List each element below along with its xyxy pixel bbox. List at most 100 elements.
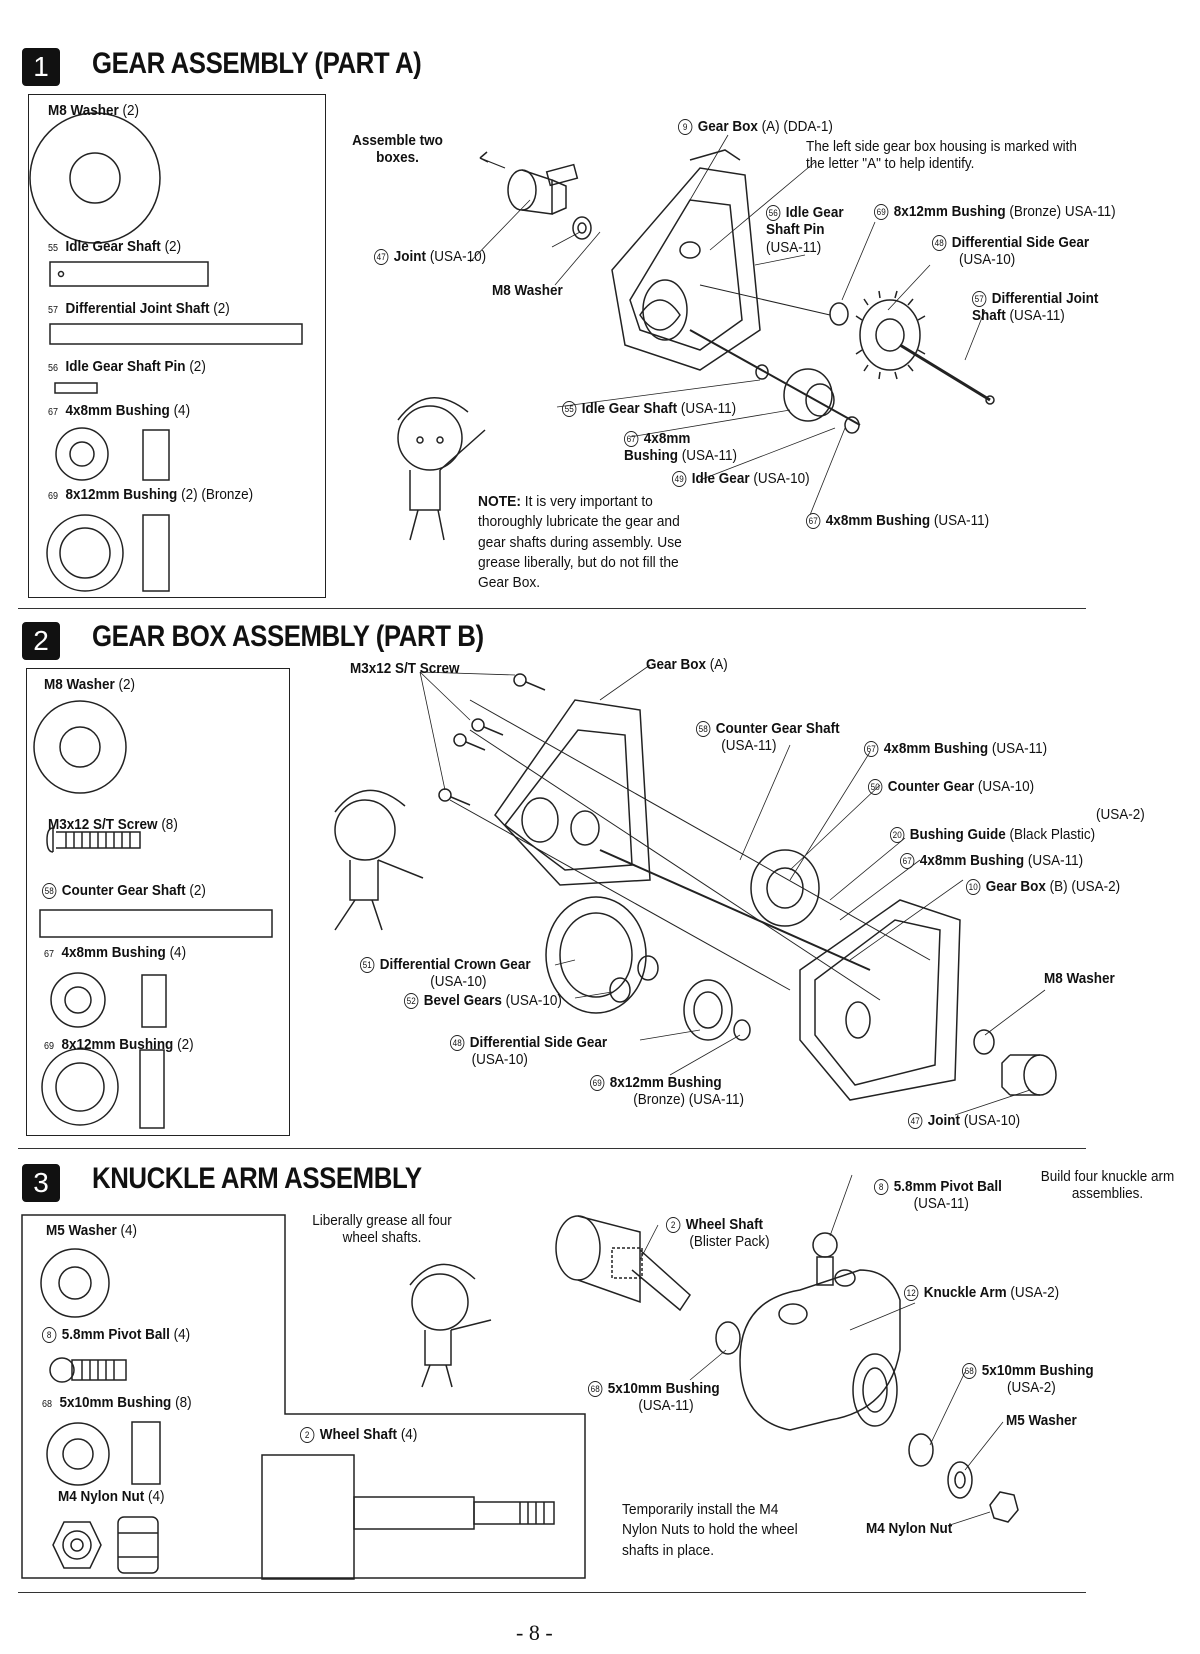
section-1-title: GEAR ASSEMBLY (PART A) bbox=[92, 47, 422, 80]
s1-part-4x8-bushing: 67 4x8mm Bushing (4) bbox=[48, 402, 191, 419]
section-3-title: KNUCKLE ARM ASSEMBLY bbox=[92, 1162, 422, 1195]
bushing-4x8-b-drawing bbox=[50, 972, 106, 1028]
page-number: - 8 - bbox=[516, 1620, 553, 1645]
st-screw-drawing bbox=[46, 827, 54, 853]
pivot-ball-drawing bbox=[49, 1357, 127, 1383]
m5-washer-assy-drawing bbox=[947, 1461, 973, 1499]
joint-b-drawing bbox=[1001, 1054, 1057, 1096]
mascot-1-drawing bbox=[397, 397, 486, 541]
s1-part-m8-washer: M8 Washer (2) bbox=[48, 102, 140, 119]
section-3-divider bbox=[18, 1592, 1086, 1593]
s1-note: NOTE: It is very important to thoroughly… bbox=[478, 493, 682, 591]
s2-part-m8-washer: M8 Washer (2) bbox=[44, 676, 136, 693]
bushing-5x10-drawing bbox=[46, 1422, 110, 1486]
m8-washer-b-drawing bbox=[33, 700, 127, 794]
gearbox-b-drawing bbox=[799, 899, 961, 1101]
s1-callout-m8-washer: M8 Washer bbox=[492, 282, 563, 299]
section-2-title: GEAR BOX ASSEMBLY (PART B) bbox=[92, 620, 484, 653]
s1-callout-housing-note: The left side gear box housing is marked… bbox=[806, 138, 1077, 173]
s3-grease-note: Liberally grease all four wheel shafts. bbox=[312, 1212, 452, 1247]
m8-washer-b2-drawing bbox=[973, 1029, 995, 1055]
joint-a-drawing bbox=[507, 163, 579, 215]
s3-build-note: Build four knuckle arm assemblies. bbox=[1040, 1168, 1175, 1203]
counter-gear-drawing bbox=[750, 849, 820, 927]
section-1-divider bbox=[18, 608, 1086, 609]
bushing-8x12-a-drawing bbox=[829, 302, 849, 326]
section-2-number: 2 bbox=[22, 622, 60, 660]
mascot-2-drawing bbox=[334, 789, 424, 931]
s3-temp-note: Temporarily install the M4 Nylon Nuts to… bbox=[622, 1501, 798, 1559]
s3-part-5x10-bushing: 68 5x10mm Bushing (8) bbox=[42, 1394, 192, 1411]
bushing-8x12-b-drawing bbox=[41, 1048, 119, 1126]
diff-side-gear-a-drawing bbox=[855, 290, 926, 380]
s1-part-idle-gear-shaft-pin: 56 Idle Gear Shaft Pin (2) bbox=[48, 358, 206, 375]
s2-part-4x8-bushing: 67 4x8mm Bushing (4) bbox=[44, 944, 187, 961]
gearbox-a-drawing bbox=[611, 149, 761, 371]
diff-crown-gear-drawing bbox=[545, 896, 647, 1014]
s1-part-8x12-bushing: 69 8x12mm Bushing (2) (Bronze) bbox=[48, 486, 254, 503]
wheel-shaft-part-drawing bbox=[261, 1454, 555, 1580]
m8-washer-a-drawing bbox=[572, 216, 592, 240]
s2-part-st-screw: M3x12 S/T Screw (8) bbox=[48, 816, 178, 833]
s3-callout-nylon-nut: M4 Nylon Nut bbox=[866, 1520, 953, 1537]
nylon-nut-drawing bbox=[52, 1516, 159, 1574]
s1-instruction: Assemble two boxes. bbox=[352, 132, 443, 167]
screws-drawing bbox=[438, 673, 546, 806]
section-1-parts-box bbox=[28, 94, 326, 598]
s2-callout-gear-box-a: Gear Box (A) bbox=[646, 656, 728, 673]
s3-part-m5-washer: M5 Washer (4) bbox=[46, 1222, 138, 1239]
s2-part-8x12-bushing: 69 8x12mm Bushing (2) bbox=[44, 1036, 194, 1053]
s2-callout-st-screw: M3x12 S/T Screw bbox=[350, 660, 460, 677]
s2-callout-usa2-ref: (USA-2) bbox=[1096, 806, 1145, 823]
bushing-5x10-left-drawing bbox=[715, 1321, 741, 1355]
idle-gear-shaft-pin-drawing bbox=[54, 382, 98, 394]
mascot-3-drawing bbox=[409, 1263, 492, 1388]
s3-part-nylon-nut: M4 Nylon Nut (4) bbox=[58, 1488, 165, 1505]
section-2-parts-box bbox=[26, 668, 290, 1136]
idle-gear-shaft-drawing bbox=[49, 261, 209, 287]
nylon-nut-assy-drawing bbox=[989, 1491, 1019, 1523]
gearbox-a-b-drawing bbox=[494, 699, 651, 886]
idle-gear-a-drawing bbox=[689, 329, 861, 434]
m5-washer-drawing bbox=[40, 1248, 110, 1318]
pivot-ball-assy-drawing bbox=[812, 1232, 838, 1286]
section-2-divider bbox=[18, 1148, 1086, 1149]
s3-callout-m5-washer: M5 Washer bbox=[1006, 1412, 1077, 1429]
counter-gear-shaft-drawing bbox=[39, 909, 273, 938]
bushing-8x12-drawing bbox=[46, 514, 124, 592]
s1-part-idle-gear-shaft: 55 Idle Gear Shaft (2) bbox=[48, 238, 182, 255]
diff-joint-shaft-drawing bbox=[49, 323, 303, 345]
s2-callout-m8-washer: M8 Washer bbox=[1044, 970, 1115, 987]
knuckle-arm-drawing bbox=[739, 1269, 901, 1431]
diff-side-gear-b-drawing bbox=[683, 979, 751, 1041]
